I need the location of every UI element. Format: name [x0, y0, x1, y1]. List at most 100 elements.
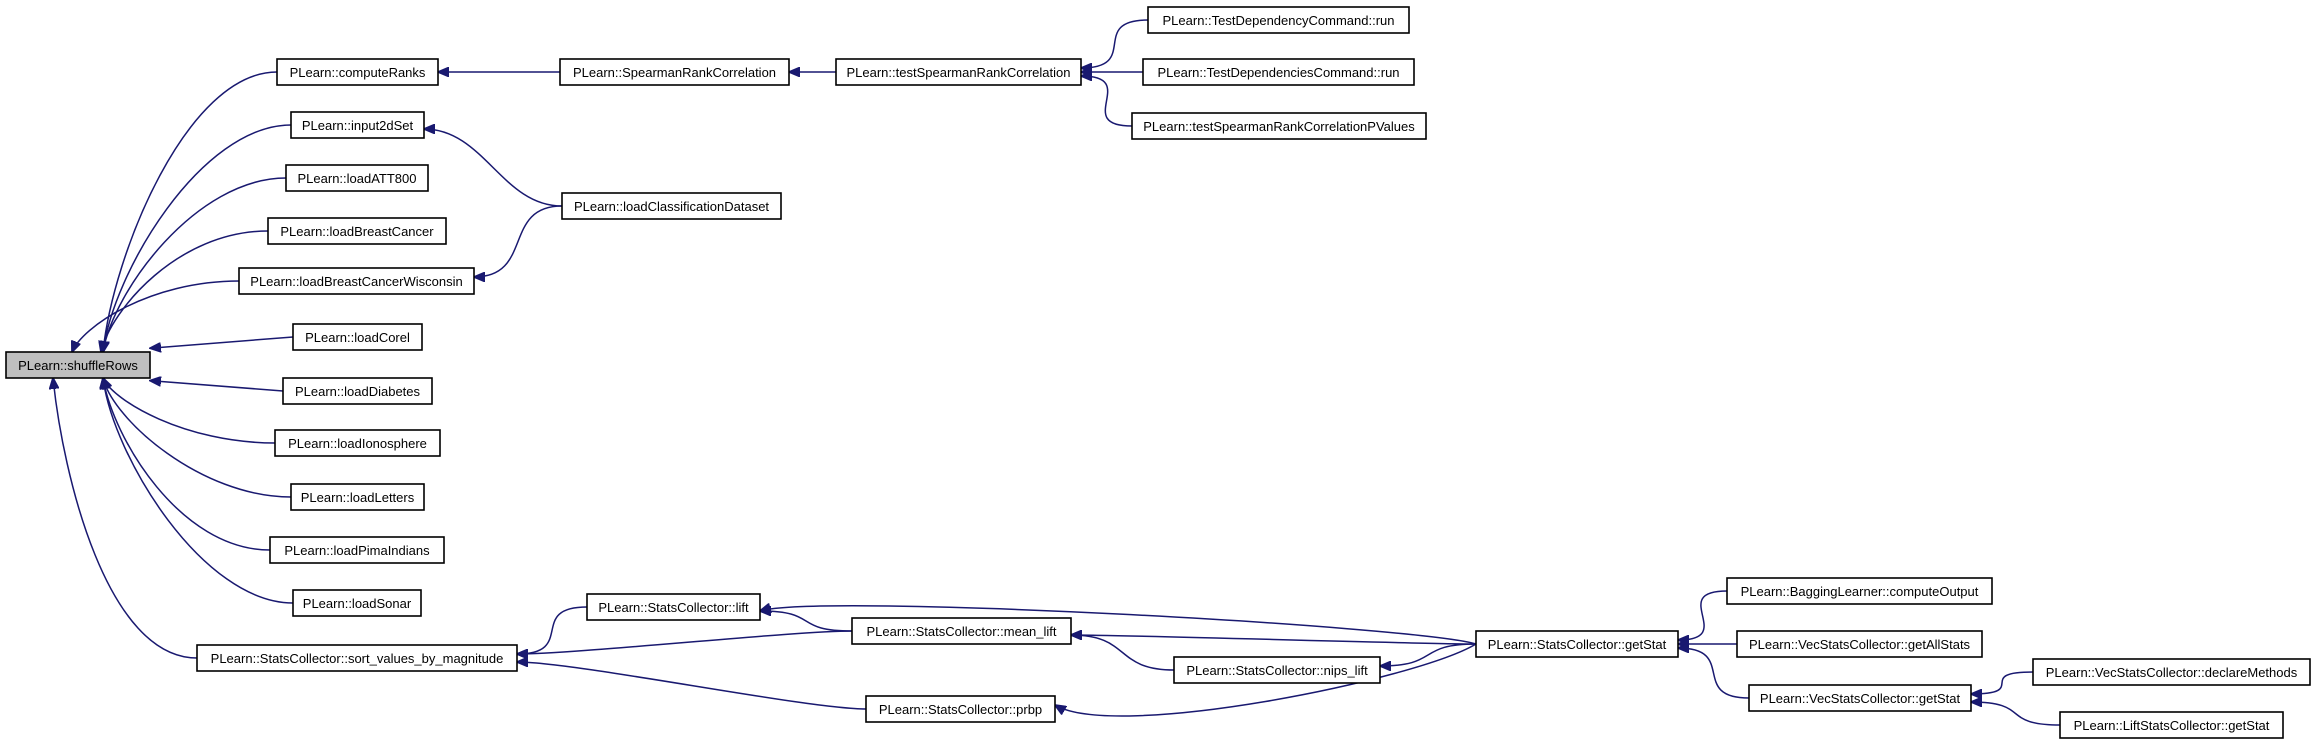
nodes-layer: PLearn::shuffleRowsPLearn::computeRanksP…: [5, 6, 2311, 739]
node-box[interactable]: [865, 695, 1056, 723]
node-box[interactable]: [1748, 684, 1972, 712]
node-box[interactable]: [290, 483, 425, 511]
node-loadSonar[interactable]: PLearn::loadSonar: [292, 589, 422, 617]
node-box[interactable]: [196, 644, 518, 672]
node-label[interactable]: PLearn::input2dSet: [302, 118, 414, 133]
node-loadATT800[interactable]: PLearn::loadATT800: [285, 164, 429, 192]
edge-loadClassification-to-loadBreastCancerWisconsin: [474, 205, 563, 277]
node-box[interactable]: [285, 164, 429, 192]
node-loadLetters[interactable]: PLearn::loadLetters: [290, 483, 425, 511]
node-label[interactable]: PLearn::LiftStatsCollector::getStat: [2074, 718, 2270, 733]
node-label[interactable]: PLearn::shuffleRows: [18, 358, 138, 373]
node-label[interactable]: PLearn::StatsCollector::nips_lift: [1186, 663, 1368, 678]
node-box[interactable]: [238, 267, 475, 295]
node-label[interactable]: PLearn::loadDiabetes: [295, 384, 421, 399]
node-box[interactable]: [559, 58, 790, 86]
node-box[interactable]: [292, 323, 423, 351]
node-scLift[interactable]: PLearn::StatsCollector::lift: [586, 593, 761, 621]
node-box[interactable]: [276, 58, 439, 86]
node-computeRanks[interactable]: PLearn::computeRanks: [276, 58, 439, 86]
node-label[interactable]: PLearn::testSpearmanRankCorrelationPValu…: [1143, 119, 1415, 134]
node-box[interactable]: [851, 617, 1072, 645]
node-box[interactable]: [1147, 6, 1410, 34]
node-label[interactable]: PLearn::StatsCollector::sort_values_by_m…: [211, 651, 504, 666]
node-box[interactable]: [1475, 630, 1679, 658]
node-label[interactable]: PLearn::computeRanks: [290, 65, 426, 80]
node-label[interactable]: PLearn::loadBreastCancerWisconsin: [250, 274, 462, 289]
node-label[interactable]: PLearn::StatsCollector::prbp: [879, 702, 1042, 717]
node-label[interactable]: PLearn::loadLetters: [301, 490, 415, 505]
node-label[interactable]: PLearn::StatsCollector::getStat: [1488, 637, 1667, 652]
node-box[interactable]: [290, 111, 425, 139]
node-loadClassification[interactable]: PLearn::loadClassificationDataset: [561, 192, 782, 220]
node-loadBreastCancerWisconsin[interactable]: PLearn::loadBreastCancerWisconsin: [238, 267, 475, 295]
edge-scLift-to-sortValues: [517, 606, 588, 654]
node-spearman[interactable]: PLearn::SpearmanRankCorrelation: [559, 58, 790, 86]
node-box[interactable]: [586, 593, 761, 621]
node-box[interactable]: [1142, 58, 1415, 86]
node-baggingCompute[interactable]: PLearn::BaggingLearner::computeOutput: [1726, 577, 1993, 605]
node-input2dSet[interactable]: PLearn::input2dSet: [290, 111, 425, 139]
node-label[interactable]: PLearn::StatsCollector::mean_lift: [866, 624, 1056, 639]
edge-vscGetStat-to-scGetStat: [1678, 648, 1750, 699]
node-scNipsLift[interactable]: PLearn::StatsCollector::nips_lift: [1173, 656, 1381, 684]
node-label[interactable]: PLearn::BaggingLearner::computeOutput: [1741, 584, 1979, 599]
node-box[interactable]: [1131, 112, 1427, 140]
node-sortValues[interactable]: PLearn::StatsCollector::sort_values_by_m…: [196, 644, 518, 672]
node-testDepCmd[interactable]: PLearn::TestDependencyCommand::run: [1147, 6, 1410, 34]
node-loadDiabetes[interactable]: PLearn::loadDiabetes: [282, 377, 433, 405]
node-label[interactable]: PLearn::loadCorel: [305, 330, 410, 345]
node-box[interactable]: [835, 58, 1082, 86]
node-label[interactable]: PLearn::loadPimaIndians: [284, 543, 430, 558]
edge-testDepCmd-to-testSpearman: [1081, 19, 1149, 68]
edge-vscDeclare-to-vscGetStat: [1971, 671, 2034, 694]
node-vscGetStat[interactable]: PLearn::VecStatsCollector::getStat: [1748, 684, 1972, 712]
node-testSpearman[interactable]: PLearn::testSpearmanRankCorrelation: [835, 58, 1082, 86]
node-label[interactable]: PLearn::TestDependencyCommand::run: [1163, 13, 1395, 28]
node-label[interactable]: PLearn::loadSonar: [303, 596, 412, 611]
node-label[interactable]: PLearn::loadATT800: [298, 171, 417, 186]
edge-loadPimaIndians-to-shuffleRows: [103, 378, 271, 551]
node-scGetStat[interactable]: PLearn::StatsCollector::getStat: [1475, 630, 1679, 658]
node-scPrbp[interactable]: PLearn::StatsCollector::prbp: [865, 695, 1056, 723]
node-loadPimaIndians[interactable]: PLearn::loadPimaIndians: [269, 536, 445, 564]
node-label[interactable]: PLearn::TestDependenciesCommand::run: [1157, 65, 1399, 80]
node-scMeanLift[interactable]: PLearn::StatsCollector::mean_lift: [851, 617, 1072, 645]
edge-scMeanLift-to-sortValues: [517, 630, 853, 654]
node-vscDeclare[interactable]: PLearn::VecStatsCollector::declareMethod…: [2032, 658, 2311, 686]
node-box[interactable]: [274, 429, 441, 457]
node-box[interactable]: [292, 589, 422, 617]
node-label[interactable]: PLearn::VecStatsCollector::getStat: [1760, 691, 1961, 706]
node-box[interactable]: [267, 217, 447, 245]
edge-loadBreastCancer-to-shuffleRows: [101, 230, 269, 352]
node-box[interactable]: [282, 377, 433, 405]
node-label[interactable]: PLearn::StatsCollector::lift: [598, 600, 749, 615]
node-label[interactable]: PLearn::VecStatsCollector::getAllStats: [1749, 637, 1971, 652]
node-vscGetAllStats[interactable]: PLearn::VecStatsCollector::getAllStats: [1736, 630, 1983, 658]
node-box[interactable]: [269, 536, 445, 564]
node-loadCorel[interactable]: PLearn::loadCorel: [292, 323, 423, 351]
node-box[interactable]: [2059, 711, 2284, 739]
node-box[interactable]: [1726, 577, 1993, 605]
node-liftGetStat[interactable]: PLearn::LiftStatsCollector::getStat: [2059, 711, 2284, 739]
node-box[interactable]: [1736, 630, 1983, 658]
node-box[interactable]: [2032, 658, 2311, 686]
node-loadBreastCancer[interactable]: PLearn::loadBreastCancer: [267, 217, 447, 245]
edge-loadClassification-to-input2dSet: [424, 129, 563, 207]
node-label[interactable]: PLearn::loadClassificationDataset: [574, 199, 769, 214]
node-box[interactable]: [1173, 656, 1381, 684]
edges-layer: [53, 19, 2061, 726]
node-testSpearmanP[interactable]: PLearn::testSpearmanRankCorrelationPValu…: [1131, 112, 1427, 140]
node-testDepsCmd[interactable]: PLearn::TestDependenciesCommand::run: [1142, 58, 1415, 86]
node-label[interactable]: PLearn::loadBreastCancer: [280, 224, 434, 239]
node-box[interactable]: [561, 192, 782, 220]
node-shuffleRows[interactable]: PLearn::shuffleRows: [5, 351, 151, 379]
node-box[interactable]: [5, 351, 151, 379]
node-label[interactable]: PLearn::testSpearmanRankCorrelation: [846, 65, 1070, 80]
node-label[interactable]: PLearn::SpearmanRankCorrelation: [573, 65, 776, 80]
node-loadIonosphere[interactable]: PLearn::loadIonosphere: [274, 429, 441, 457]
node-label[interactable]: PLearn::loadIonosphere: [288, 436, 427, 451]
edge-scGetStat-to-scPrbp: [1055, 643, 1477, 717]
edge-loadSonar-to-shuffleRows: [103, 378, 294, 604]
node-label[interactable]: PLearn::VecStatsCollector::declareMethod…: [2046, 665, 2298, 680]
